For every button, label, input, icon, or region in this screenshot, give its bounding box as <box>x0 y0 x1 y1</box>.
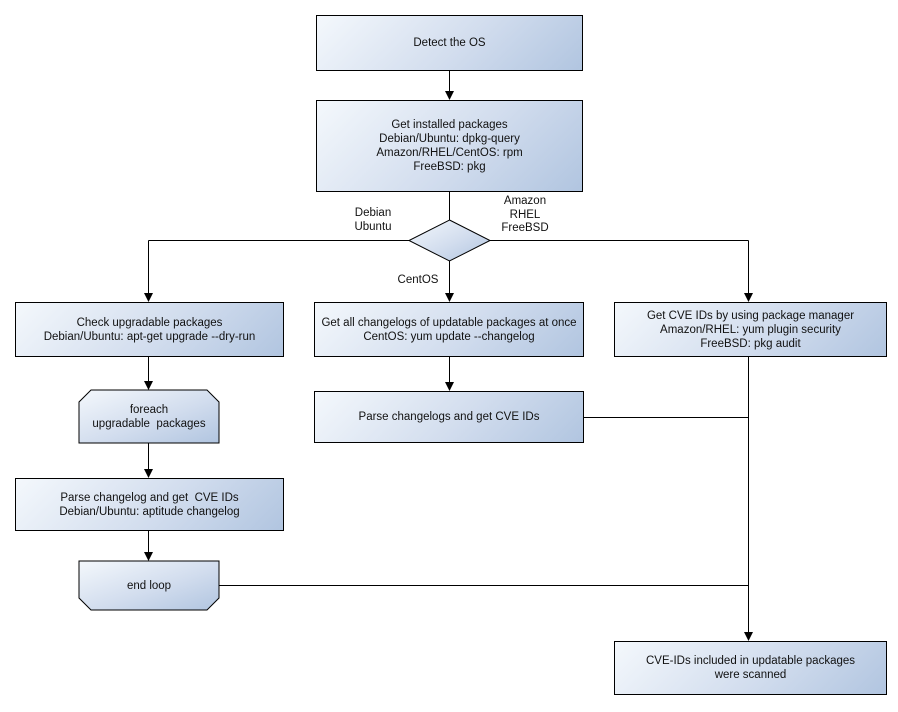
node-text-line: FreeBSD: pkg <box>413 161 486 173</box>
edge-label-line: RHEL <box>509 208 541 221</box>
edge-label-debian-ubuntu: Debian Ubuntu <box>342 207 404 234</box>
arrow-into-cveids <box>744 293 753 302</box>
node-text-line: Debian/Ubuntu: dpkg-query <box>379 133 520 145</box>
edge-label-line: FreeBSD <box>501 222 549 234</box>
arrow-into-installed <box>445 91 454 100</box>
edge-label-line: Debian <box>354 207 392 219</box>
arrow-into-parselogs <box>445 382 454 391</box>
node-text-line: Debian/Ubuntu: apt-get upgrade --dry-run <box>43 330 256 343</box>
arrow-into-foreach <box>144 381 153 390</box>
node-foreach-loop: foreach upgradable packages <box>79 390 219 443</box>
arrowheads <box>144 91 753 641</box>
node-text-line: CVE-IDs included in updatable packages <box>645 655 856 667</box>
node-text-line: Get all changelogs of updatable packages… <box>321 316 577 329</box>
edges <box>148 71 749 640</box>
node-text-line: Debian/Ubuntu: aptitude changelog <box>59 505 240 518</box>
node-text-line: Check upgradable packages <box>76 316 223 329</box>
node-end-loop: end loop <box>79 561 219 610</box>
arrow-into-check <box>144 293 153 302</box>
node-cve-ids-scanned: CVE-IDs included in updatable packages w… <box>614 641 887 695</box>
node-text-line: Detect the OS <box>413 37 486 49</box>
edge-label-centos: CentOS <box>390 274 446 288</box>
node-text-line: Parse changelogs and get CVE IDs <box>358 411 540 423</box>
node-text-line: foreach <box>129 403 169 416</box>
node-detect-os: Detect the OS <box>316 15 583 71</box>
node-text-line: CentOS: yum update --changelog <box>363 330 535 343</box>
arrow-into-endloop <box>144 552 153 561</box>
node-text-line: upgradable packages <box>92 417 206 430</box>
edge-label-line: Ubuntu <box>354 220 392 233</box>
decision-diamond <box>407 219 492 262</box>
node-text-line: Parse changelog and get CVE IDs <box>60 491 239 504</box>
node-text-line: were scanned <box>714 669 787 681</box>
edge-label-amazon-rhel-freebsd: Amazon RHEL FreeBSD <box>496 195 554 236</box>
edge-label-line: Amazon <box>503 195 547 207</box>
end-loop-shape <box>78 560 220 611</box>
node-parse-changelogs: Parse changelogs and get CVE IDs <box>314 391 584 443</box>
node-get-cve-ids: Get CVE IDs by using package manager Ama… <box>614 302 887 357</box>
node-text-line: end loop <box>126 579 172 592</box>
node-get-all-changelogs: Get all changelogs of updatable packages… <box>314 302 584 357</box>
node-text-line: Get CVE IDs by using package manager <box>646 309 855 322</box>
arrow-into-scanned <box>744 632 753 641</box>
arrow-into-changelogs <box>445 293 454 302</box>
edge-label-line: CentOS <box>397 274 439 286</box>
foreach-shape <box>78 389 220 444</box>
node-text-line: Amazon/RHEL/CentOS: rpm <box>376 147 523 159</box>
node-get-installed-packages: Get installed packages Debian/Ubuntu: dp… <box>316 100 583 192</box>
node-parse-changelog: Parse changelog and get CVE IDs Debian/U… <box>15 478 284 531</box>
node-text-line: Get installed packages <box>391 119 508 131</box>
node-text-line: FreeBSD: pkg audit <box>700 337 801 350</box>
node-text-line: Amazon/RHEL: yum plugin security <box>660 323 841 336</box>
node-check-upgradable: Check upgradable packages Debian/Ubuntu:… <box>15 302 284 357</box>
arrow-into-parse <box>144 469 153 478</box>
